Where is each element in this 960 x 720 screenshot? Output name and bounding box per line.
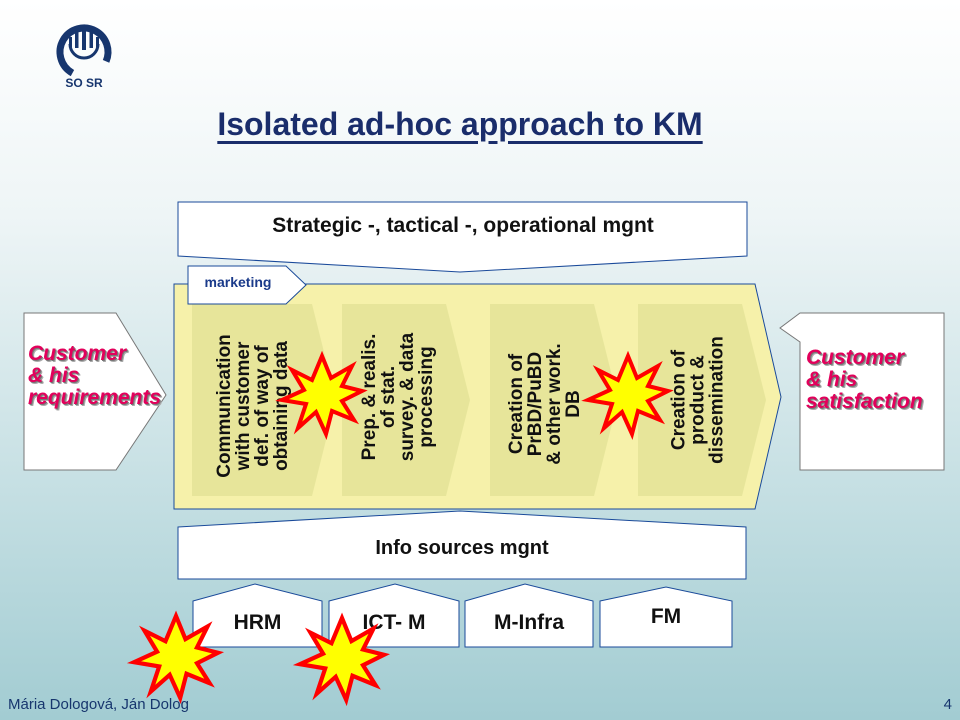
customer-satisfaction-box: [779, 312, 945, 471]
info-sources-banner: [177, 510, 747, 580]
footer-authors: Mária Dologová, Ján Dolog: [8, 696, 189, 713]
marketing-tab: [187, 265, 307, 305]
resource-fm-label: FM: [650, 605, 682, 628]
info-sources-label: Info sources mgnt: [375, 537, 549, 559]
burst-icon: [586, 354, 670, 436]
resource-ictm-label: ICT- M: [362, 611, 426, 634]
customer-satisfaction-label: Customer & his satisfaction: [806, 346, 923, 413]
resource-fm-shape: [599, 586, 733, 648]
burst-icon: [300, 618, 384, 700]
resource-hrm-label: HRM: [233, 611, 282, 634]
resource-minfra-label: M-Infra: [494, 611, 564, 634]
resource-ictm-shape: [328, 583, 460, 648]
strategic-mgmt-banner: [177, 201, 748, 273]
page-title: Isolated ad-hoc approach to KM: [217, 106, 703, 142]
process-step-3-arrow: [490, 304, 618, 496]
process-step-4-arrow: [638, 304, 766, 496]
logo-text: SO SR: [65, 76, 103, 90]
burst-icon: [280, 354, 364, 436]
customer-requirements-label: Customer & his requirements: [28, 342, 162, 409]
so-sr-logo-icon: [56, 24, 112, 80]
strategic-mgmt-label: Strategic -, tactical -, operational mgn…: [272, 214, 654, 237]
marketing-label: marketing: [204, 274, 272, 290]
resource-minfra-shape: [464, 583, 594, 648]
burst-icon: [134, 616, 218, 698]
process-chevron: [173, 283, 782, 510]
customer-requirements-box: [23, 312, 167, 471]
process-step-2-arrow: [342, 304, 470, 496]
page-number: 4: [943, 696, 952, 713]
process-step-1-arrow: [192, 304, 336, 496]
